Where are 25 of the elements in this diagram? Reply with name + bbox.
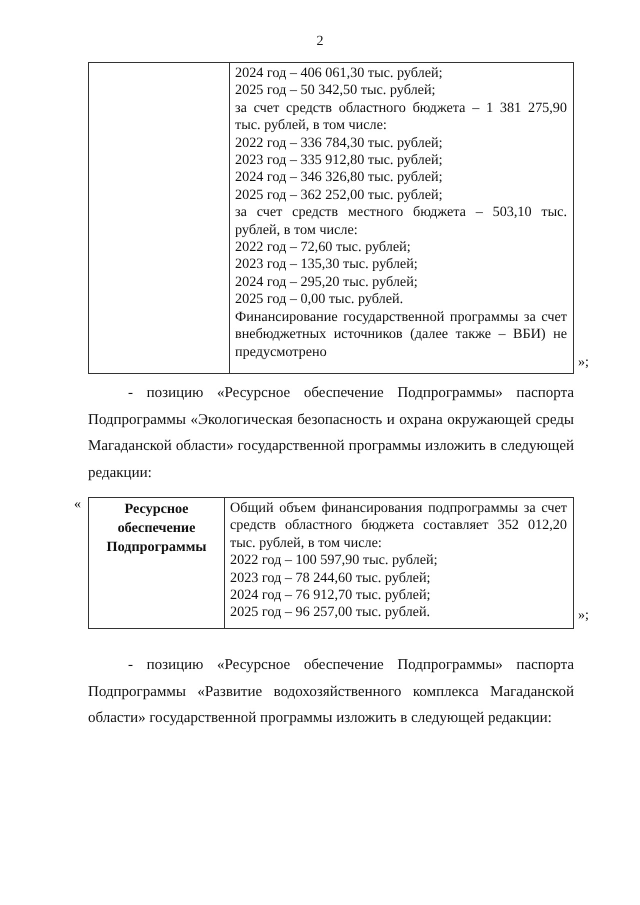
paragraph: - позицию «Ресурсное обеспечение Подпрограммы» паспорта Подпрограммы «Развитие водохозяйственного комплекса Магаданской области» государственной программы изложить в следующей редакции: [88, 656, 574, 728]
table-text: 2022 год – 72,60 тыс. рублей; [235, 239, 412, 256]
table-text: 2024 год – 76 912,70 тыс. рублей; [230, 587, 432, 604]
table-text: за счет средств областного бюджета – 1 381 275,90 тыс. рублей, в том числе: [235, 100, 567, 135]
table-text: Общий объем финансирования подпрограммы за счет средств областного бюджета составляет 352 012,20 тыс. рублей, в том числе: [230, 500, 567, 552]
table-text: 2025 год – 50 342,50 тыс. рублей; [235, 82, 436, 100]
page-number: 2 [316, 34, 324, 50]
table-text: 2022 год – 100 597,90 тыс. рублей; [230, 552, 439, 570]
paragraph: - позицию «Ресурсное обеспечение Подпрограммы» паспорта Подпрограммы «Экологическая безопасность и охрана окружающей среды Магаданской области» государственной программы изложить в следующей редакции: [88, 384, 574, 482]
table-text: 2025 год – 96 257,00 тыс. рублей. [230, 604, 432, 622]
table-text: 2024 год – 406 061,30 тыс. рублей; [235, 65, 444, 82]
row-heading: Ресурсное обеспечение Подпрограммы [106, 500, 208, 557]
table-text: 2024 год – 346 326,80 тыс. рублей; [235, 169, 444, 187]
table-text: 2025 год – 362 252,00 тыс. рублей; [235, 186, 444, 204]
table-text: 2022 год – 336 784,30 тыс. рублей; [235, 134, 444, 152]
closing-quote: »; [578, 608, 589, 624]
table-text: 2023 год – 335 912,80 тыс. рублей; [235, 152, 444, 170]
opening-quote: « [74, 497, 81, 513]
table-text: 2025 год – 0,00 тыс. рублей. [235, 291, 404, 309]
table-text: 2024 год – 295,20 тыс. рублей; [235, 274, 419, 292]
closing-quote: »; [578, 355, 589, 371]
table-text: 2023 год – 78 244,60 тыс. рублей; [230, 570, 432, 588]
table-text: за счет средств местного бюджета – 503,10 тыс. рублей, в том числе: [235, 204, 567, 240]
table-text: 2023 год – 135,30 тыс. рублей; [235, 256, 419, 274]
table-text: Финансирование государственной программы за счет внебюджетных источников (далее также – ВБИ) не предусмотрено [235, 308, 567, 361]
